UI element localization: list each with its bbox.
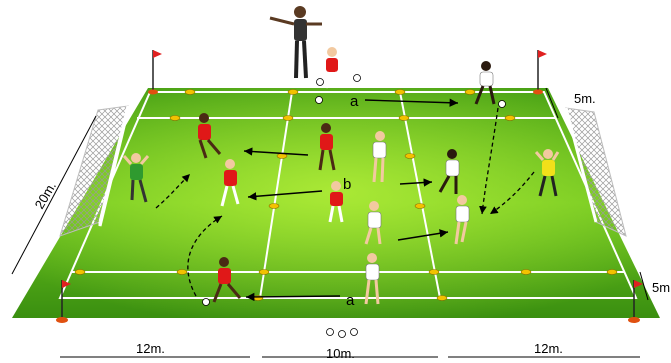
cone bbox=[184, 89, 196, 95]
goalkeeper-right bbox=[534, 149, 560, 197]
width-middle-label: 10m. bbox=[326, 346, 355, 361]
zone-bottom-dimension: 5m. bbox=[639, 271, 671, 301]
pass-arrow bbox=[397, 229, 449, 241]
length-label: 20m. bbox=[32, 179, 59, 212]
right-grid-line bbox=[399, 91, 441, 299]
pass-arrow bbox=[364, 98, 459, 107]
run-arrow bbox=[187, 215, 223, 297]
cone bbox=[282, 115, 294, 121]
cones bbox=[74, 89, 618, 301]
white-team bbox=[364, 61, 496, 305]
pass-label-middle: b bbox=[343, 176, 351, 193]
corner-flag-top-right bbox=[533, 50, 547, 95]
pass-arrow bbox=[245, 292, 341, 302]
player-white bbox=[364, 253, 380, 305]
run-arrow bbox=[489, 171, 535, 215]
cone bbox=[504, 115, 516, 121]
zone-top-dimension: 5m. bbox=[545, 87, 596, 119]
player-white bbox=[372, 131, 387, 183]
cone bbox=[436, 295, 448, 301]
ball bbox=[353, 74, 361, 82]
corner-flag-bottom-right bbox=[628, 280, 643, 323]
player-white bbox=[364, 201, 382, 245]
cone bbox=[398, 115, 410, 121]
cone bbox=[258, 269, 270, 275]
cone bbox=[606, 269, 618, 275]
player-white bbox=[438, 149, 460, 194]
player-red bbox=[328, 181, 344, 223]
cone bbox=[464, 89, 476, 95]
ball bbox=[315, 96, 323, 104]
ball bbox=[498, 100, 506, 108]
cone bbox=[428, 269, 440, 275]
run-arrow bbox=[155, 173, 191, 209]
cone bbox=[414, 203, 426, 209]
pass-label-top: a bbox=[350, 93, 359, 110]
balls bbox=[202, 74, 506, 338]
ball bbox=[202, 298, 210, 306]
player-red bbox=[212, 257, 242, 303]
pass-arrows bbox=[243, 98, 459, 302]
player-red bbox=[324, 47, 344, 89]
ball bbox=[316, 78, 324, 86]
width-left-label: 12m. bbox=[136, 341, 165, 356]
corner-flag-bottom-left bbox=[56, 280, 71, 323]
zone-top-label: 5m. bbox=[574, 91, 596, 106]
player-red bbox=[220, 159, 240, 207]
ball bbox=[338, 330, 346, 338]
width-right-label: 12m. bbox=[534, 341, 563, 356]
ball bbox=[326, 328, 334, 336]
right-goal bbox=[564, 107, 627, 237]
cone bbox=[268, 203, 280, 209]
red-team bbox=[198, 47, 344, 303]
ball bbox=[350, 328, 358, 336]
pass-label-bottom: a bbox=[346, 292, 355, 309]
corner-flag-top-left bbox=[148, 50, 162, 95]
cone bbox=[176, 269, 188, 275]
player-white bbox=[474, 61, 496, 105]
pass-arrow bbox=[399, 178, 433, 187]
run-arrows bbox=[155, 107, 535, 297]
goalkeeper-left bbox=[122, 153, 150, 203]
zone-bottom-label: 5m. bbox=[652, 280, 671, 295]
cone bbox=[169, 115, 181, 121]
left-goal bbox=[59, 105, 130, 237]
coach bbox=[269, 6, 322, 79]
cone bbox=[287, 89, 299, 95]
player-red bbox=[318, 123, 336, 171]
cone bbox=[520, 269, 532, 275]
pass-arrow bbox=[243, 147, 309, 156]
player-red bbox=[198, 113, 222, 159]
cone bbox=[74, 269, 86, 275]
run-arrow bbox=[479, 107, 499, 215]
cone bbox=[404, 153, 416, 159]
pass-arrow bbox=[247, 190, 323, 201]
player-white bbox=[454, 195, 470, 245]
cone bbox=[394, 89, 406, 95]
